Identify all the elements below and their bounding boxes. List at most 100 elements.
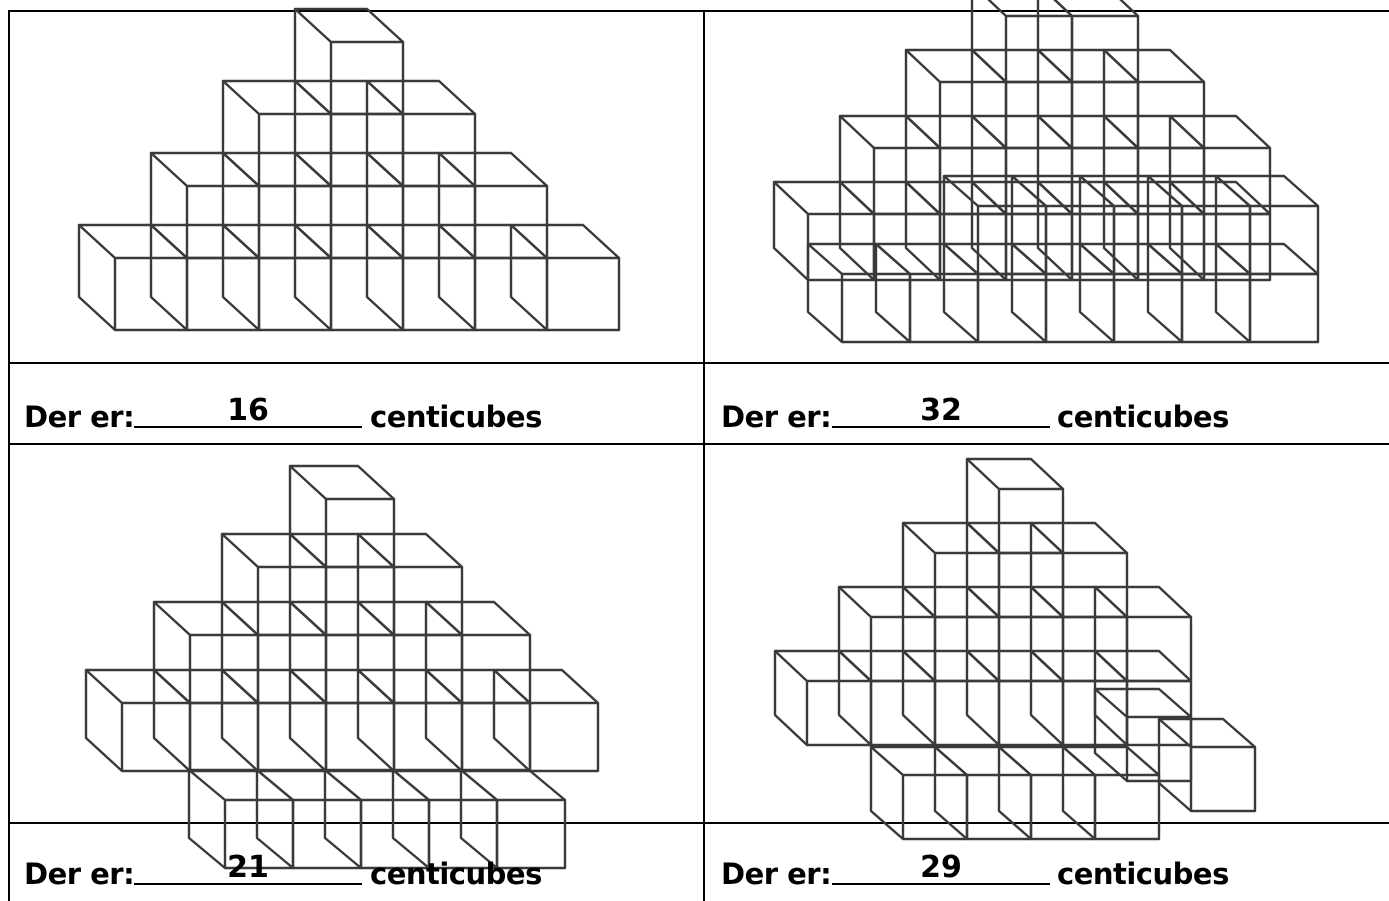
cube-top-face <box>84 668 191 704</box>
cube-top-face <box>965 457 1064 490</box>
cube-side-face <box>933 747 968 840</box>
cube-side-face <box>288 670 327 772</box>
answer-row-1: Der er: 16 centicubes <box>10 388 703 440</box>
cube-top-face <box>424 668 531 704</box>
cube-side-face <box>869 747 904 840</box>
answer-value[interactable]: 16 <box>227 393 269 428</box>
answer-label: Der er: <box>24 400 135 434</box>
cube-top-face <box>970 114 1073 149</box>
cube-side-face <box>509 225 548 331</box>
cube-top-face <box>1036 48 1139 83</box>
answer-unit: centicubes <box>370 857 542 891</box>
answer-unit: centicubes <box>1057 400 1229 434</box>
cube-side-face <box>149 225 188 331</box>
cube-top-face <box>1157 717 1256 748</box>
cube-top-face <box>293 79 404 115</box>
cube-top-face <box>1036 180 1139 215</box>
cube-side-face <box>356 670 395 772</box>
answer-label: Der er: <box>721 400 832 434</box>
cube-side-face <box>773 651 808 746</box>
cube-top-face <box>152 600 259 636</box>
cube-side-face <box>1146 244 1183 343</box>
cube-top-face <box>1036 114 1139 149</box>
cube-side-face <box>220 670 259 772</box>
cube-top-face <box>323 768 430 801</box>
cube-side-face <box>970 182 1007 281</box>
cube-side-face <box>391 770 430 869</box>
cube-side-face <box>323 770 362 869</box>
cube-top-face <box>149 151 260 187</box>
cube-top-face <box>220 532 327 568</box>
cube-top-face <box>152 668 259 704</box>
cube-side-face <box>1061 747 1096 840</box>
cube-top-face <box>424 600 531 636</box>
cube-side-face <box>293 225 332 331</box>
cube-side-face <box>1078 244 1115 343</box>
cube-top-face <box>437 151 548 187</box>
cube-side-face <box>837 651 872 746</box>
cube-top-face <box>288 532 395 568</box>
cube-top-face <box>365 223 476 259</box>
cube-top-face <box>220 668 327 704</box>
cube-top-face <box>288 600 395 636</box>
cube-front-face <box>1248 272 1320 344</box>
cube-top-face <box>356 600 463 636</box>
cube-top-face <box>492 668 599 704</box>
cube-figure-3 <box>10 445 703 870</box>
cube-side-face <box>874 244 911 343</box>
answer-blank-line[interactable] <box>832 883 1050 885</box>
cube-top-face <box>356 532 463 568</box>
cube-top-face <box>1102 48 1205 83</box>
answer-blank-line[interactable] <box>832 426 1050 428</box>
cube-side-face <box>838 182 875 281</box>
cube-side-face <box>1029 651 1064 746</box>
cube-top-face <box>293 151 404 187</box>
cube-top-face <box>221 223 332 259</box>
cube-top-face <box>255 768 362 801</box>
cube-top-face <box>1168 180 1271 215</box>
cube-side-face <box>904 182 941 281</box>
answer-value[interactable]: 21 <box>227 850 269 885</box>
answer-row-4: Der er: 29 centicubes <box>705 845 1389 897</box>
cube-side-face <box>772 182 809 281</box>
cube-side-face <box>1168 182 1205 281</box>
cube-top-face <box>1102 114 1205 149</box>
answer-blank-line[interactable] <box>134 883 362 885</box>
cube-top-face <box>365 79 476 115</box>
cube-top-face <box>1102 180 1205 215</box>
answer-row-2: Der er: 32 centicubes <box>705 388 1389 440</box>
row-divider-2 <box>8 443 1389 445</box>
cube-side-face <box>997 747 1032 840</box>
cube-front-face <box>1093 773 1161 841</box>
cube-top-face <box>1093 649 1192 682</box>
cube-top-face <box>459 768 566 801</box>
cube-side-face <box>965 651 1000 746</box>
answer-value[interactable]: 29 <box>920 850 962 885</box>
cube-top-face <box>221 79 332 115</box>
cube-top-face <box>1168 114 1271 149</box>
cube-top-face <box>1214 174 1319 207</box>
cube-side-face <box>459 770 498 869</box>
cube-side-face <box>437 225 476 331</box>
cube-top-face <box>288 668 395 704</box>
cube-top-face <box>1029 521 1128 554</box>
cube-side-face <box>84 670 123 772</box>
cube-side-face <box>1214 244 1251 343</box>
answer-blank-line[interactable] <box>134 426 362 428</box>
cube-top-face <box>221 151 332 187</box>
cube-figure-1 <box>10 7 703 362</box>
cube-side-face <box>901 651 936 746</box>
answer-label: Der er: <box>24 857 135 891</box>
cube-top-face <box>1093 585 1192 618</box>
cube-side-face <box>365 225 404 331</box>
cube-top-face <box>288 464 395 500</box>
answer-value[interactable]: 32 <box>920 393 962 428</box>
cube-top-face <box>1093 687 1192 718</box>
cube-top-face <box>838 180 941 215</box>
cube-front-face <box>1189 745 1257 813</box>
answer-label: Der er: <box>721 857 832 891</box>
cube-side-face <box>152 670 191 772</box>
center-divider <box>703 10 705 901</box>
cube-top-face <box>970 180 1073 215</box>
